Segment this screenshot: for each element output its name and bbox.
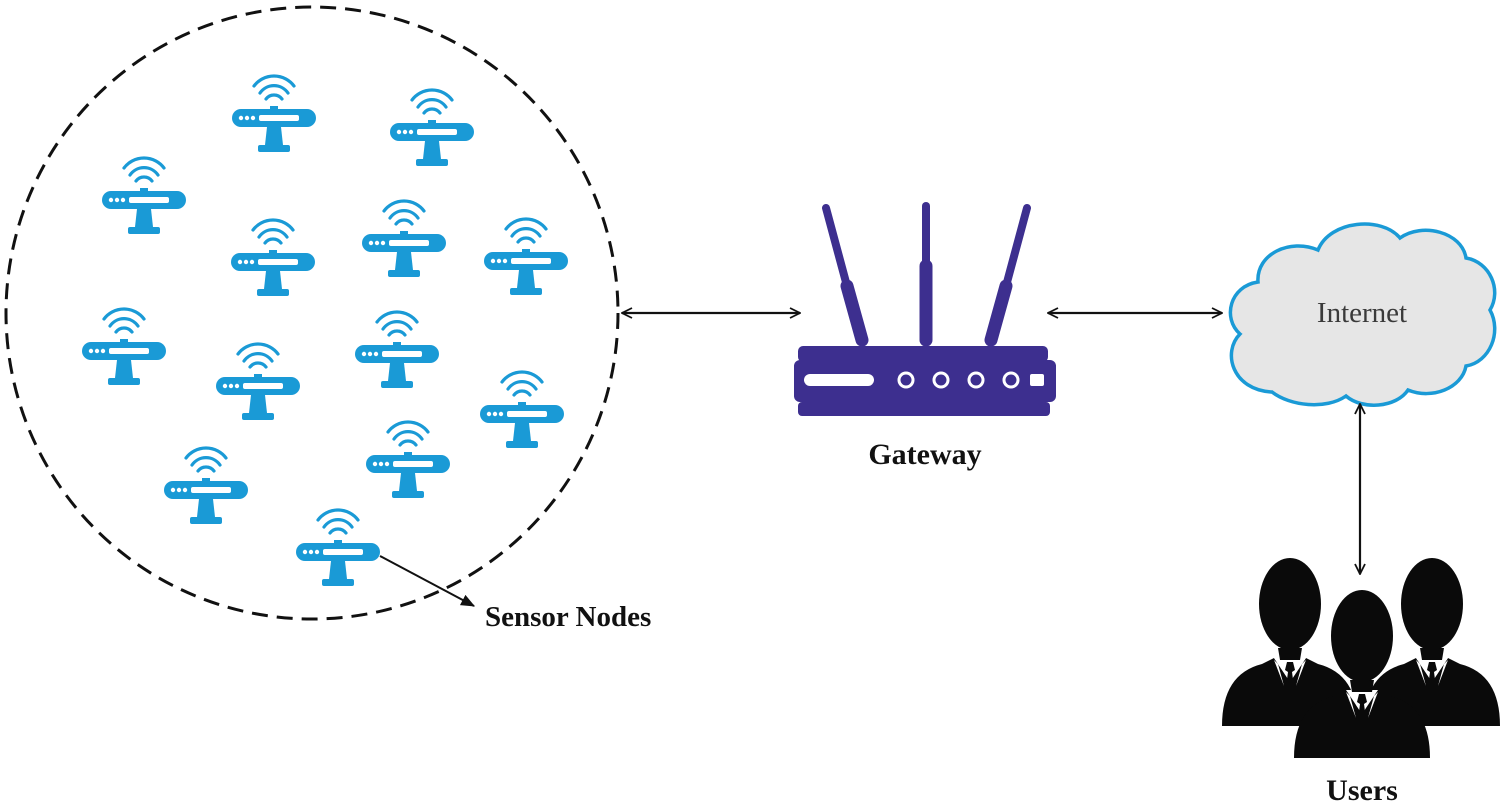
wifi-sensor-icon xyxy=(230,74,318,154)
router-icon xyxy=(794,202,1056,416)
gateway-label: Gateway xyxy=(868,438,981,471)
cloud-icon xyxy=(1228,222,1497,407)
users-label: Users xyxy=(1326,774,1398,806)
sensor-nodes-group xyxy=(80,74,570,588)
wifi-sensor-icon xyxy=(360,199,448,279)
wifi-sensor-icon xyxy=(294,508,382,588)
wifi-sensor-icon xyxy=(229,218,317,298)
wifi-sensor-icon xyxy=(80,307,168,387)
wifi-sensor-icon xyxy=(364,420,452,500)
internet-label: Internet xyxy=(1317,297,1407,329)
wifi-sensor-icon xyxy=(353,310,441,390)
wifi-sensor-icon xyxy=(162,446,250,526)
wifi-sensor-icon xyxy=(388,88,476,168)
wifi-sensor-icon xyxy=(482,217,570,297)
wifi-sensor-icon xyxy=(478,370,566,450)
wifi-sensor-icon xyxy=(100,156,188,236)
sensor-nodes-pointer xyxy=(379,555,476,607)
wifi-sensor-icon xyxy=(214,342,302,422)
users-group-icon xyxy=(1222,558,1500,758)
sensor-field-boundary xyxy=(4,5,620,621)
sensor-nodes-label: Sensor Nodes xyxy=(485,601,651,633)
